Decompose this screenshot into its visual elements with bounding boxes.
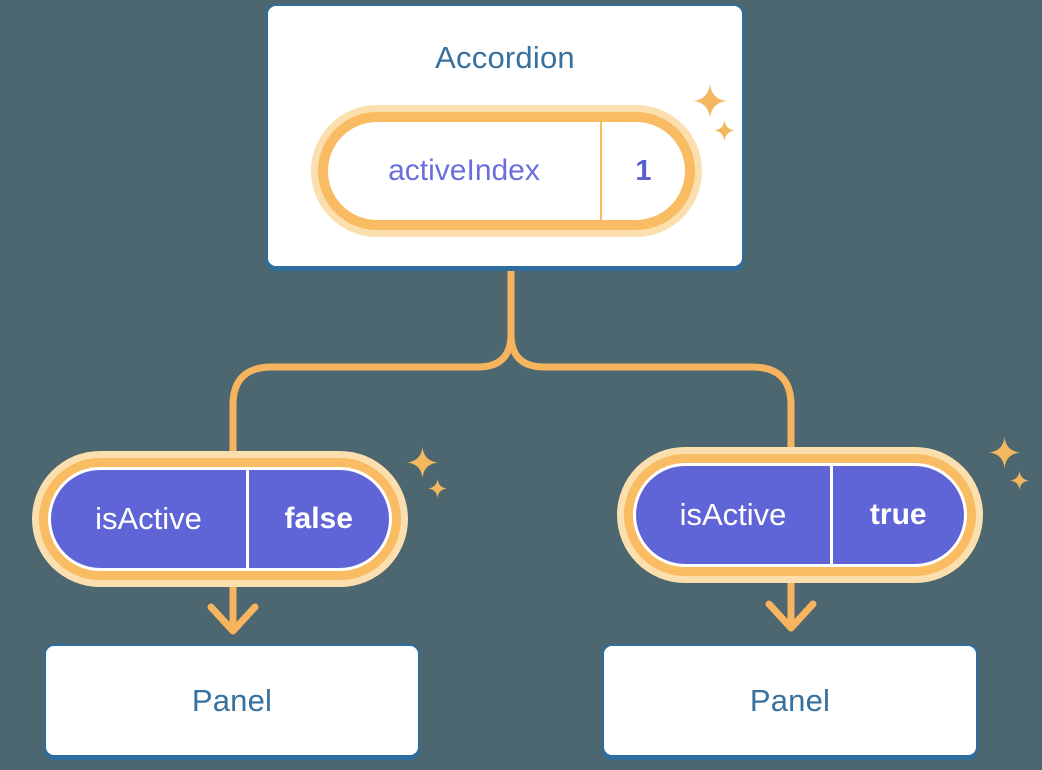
pill-divider (600, 122, 602, 220)
pill-divider (830, 466, 833, 564)
state-name-label: isActive (95, 501, 202, 536)
state-value-label: true (869, 498, 927, 531)
branch-left-line (229, 266, 515, 462)
panel-card-title: Panel (749, 682, 831, 718)
state-name-label: activeIndex (388, 154, 540, 187)
sparkle-icon (428, 479, 447, 498)
state-pill-activeindex: activeIndex 1 (318, 112, 695, 230)
arrow-down-icon (207, 580, 259, 635)
arrow-down-icon (765, 577, 817, 632)
state-value-label: 1 (635, 154, 652, 187)
pill-divider (246, 470, 249, 568)
panel-card-right: Panel (602, 644, 978, 757)
sparkle-icon (407, 447, 438, 478)
state-value-label: false (284, 502, 353, 535)
sparkle-icon (693, 84, 727, 118)
sparkle-icon (989, 437, 1020, 468)
sparkle-icon (714, 120, 735, 141)
state-pill-isactive-false: isActive false (48, 467, 392, 571)
sparkle-icon (1010, 471, 1029, 490)
state-name-label: isActive (679, 497, 787, 532)
accordion-card: Accordion activeIndex 1 (266, 4, 744, 268)
state-pill-isactive-true: isActive true (633, 463, 967, 567)
panel-card-left: Panel (44, 644, 420, 757)
accordion-card-title: Accordion (435, 40, 575, 75)
panel-card-title: Panel (191, 682, 273, 718)
branch-right-line (507, 266, 795, 458)
